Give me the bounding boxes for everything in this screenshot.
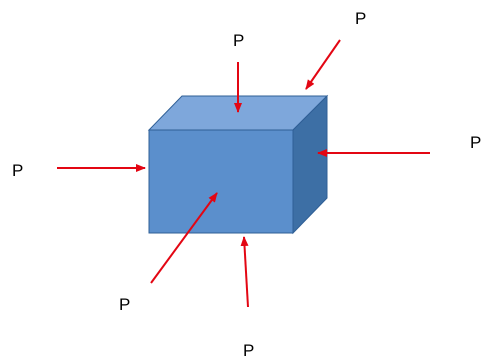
force-arrows — [57, 39, 430, 308]
label-top: P — [233, 31, 244, 50]
arrow-bottom — [240, 236, 249, 308]
label-left: P — [12, 161, 23, 180]
cube — [147, 94, 329, 235]
label-top-right: P — [355, 9, 366, 28]
label-bottom: P — [243, 341, 254, 360]
cube-front-face — [148, 129, 294, 234]
force-labels: P P P P P P — [12, 9, 481, 360]
arrow-bottom-left — [150, 192, 218, 284]
label-right: P — [470, 133, 481, 152]
arrow-top-right — [305, 39, 341, 90]
label-bottom-left: P — [119, 295, 130, 314]
